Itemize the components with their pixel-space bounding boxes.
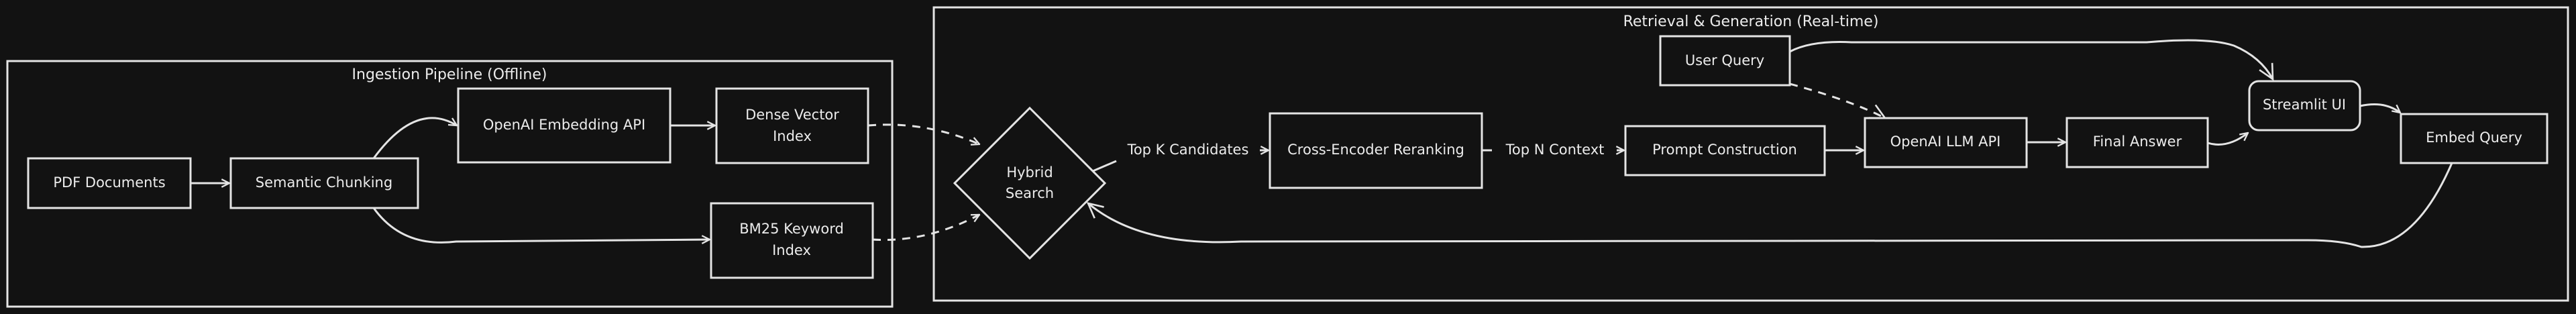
retrieval-frame [932, 6, 2569, 302]
node-semantic-chunking: Semantic Chunking [229, 157, 419, 209]
edge-chunking-to-bm25 [372, 207, 710, 242]
edge-final-to-streamlit [2207, 133, 2248, 146]
ingestion-frame [6, 60, 894, 308]
node-label: Index [773, 128, 812, 144]
node-label: User Query [1685, 52, 1764, 68]
node-cross-encoder-reranking: Cross-Encoder Reranking [1269, 112, 1483, 189]
node-label: Embed Query [2426, 129, 2522, 146]
node-user-query: User Query [1659, 35, 1791, 87]
node-dense-vector-index: Dense Vector Index [715, 87, 869, 164]
node-label: BM25 Keyword [739, 221, 844, 237]
edge-streamlit-to-embed [2359, 103, 2400, 113]
node-label: OpenAI LLM API [1890, 134, 2001, 150]
node-openai-embedding-api: OpenAI Embedding API [457, 87, 672, 164]
edge-dense-to-hybrid [867, 123, 979, 144]
node-final-answer: Final Answer [2065, 117, 2209, 168]
node-label: Prompt Construction [1652, 142, 1797, 158]
node-label: Hybrid [1006, 164, 1053, 180]
node-label: Semantic Chunking [256, 174, 392, 191]
node-openai-llm-api: OpenAI LLM API [1864, 117, 2028, 168]
edge-hybrid-to-topk [1092, 160, 1117, 172]
retrieval-generation-group: Retrieval & Generation (Real-time) [932, 6, 2569, 302]
edge-embed-to-hybrid [1088, 162, 2453, 248]
node-label: Search [1006, 185, 1054, 201]
node-label: Cross-Encoder Reranking [1287, 142, 1464, 158]
node-bm25-keyword-index: BM25 Keyword Index [710, 202, 874, 279]
node-label: Index [772, 242, 811, 258]
edge-label-top-n: Top N Context [1505, 142, 1605, 158]
ingestion-title: Ingestion Pipeline (Offline) [352, 66, 547, 83]
node-pdf-documents: PDF Documents [27, 157, 192, 209]
ingestion-pipeline-group: Ingestion Pipeline (Offline) [6, 60, 894, 308]
node-hybrid-search: Hybrid Search [953, 106, 1107, 260]
edge-userquery-to-llm [1789, 83, 1885, 118]
node-prompt-construction: Prompt Construction [1624, 125, 1826, 176]
node-streamlit-ui: Streamlit UI [2248, 80, 2361, 132]
edge-bm25-to-hybrid [872, 213, 979, 241]
edge-userquery-to-streamlit [1789, 39, 2273, 79]
node-embed-query: Embed Query [2400, 113, 2548, 164]
edge-chunking-to-embedding [372, 117, 457, 159]
node-label: PDF Documents [53, 174, 165, 191]
node-label: OpenAI Embedding API [483, 117, 645, 133]
edge-label-top-k: Top K Candidates [1127, 142, 1249, 158]
node-label: Streamlit UI [2263, 97, 2346, 113]
node-label: Final Answer [2093, 134, 2182, 150]
retrieval-title: Retrieval & Generation (Real-time) [1623, 13, 1879, 30]
node-label: Dense Vector [745, 107, 839, 123]
